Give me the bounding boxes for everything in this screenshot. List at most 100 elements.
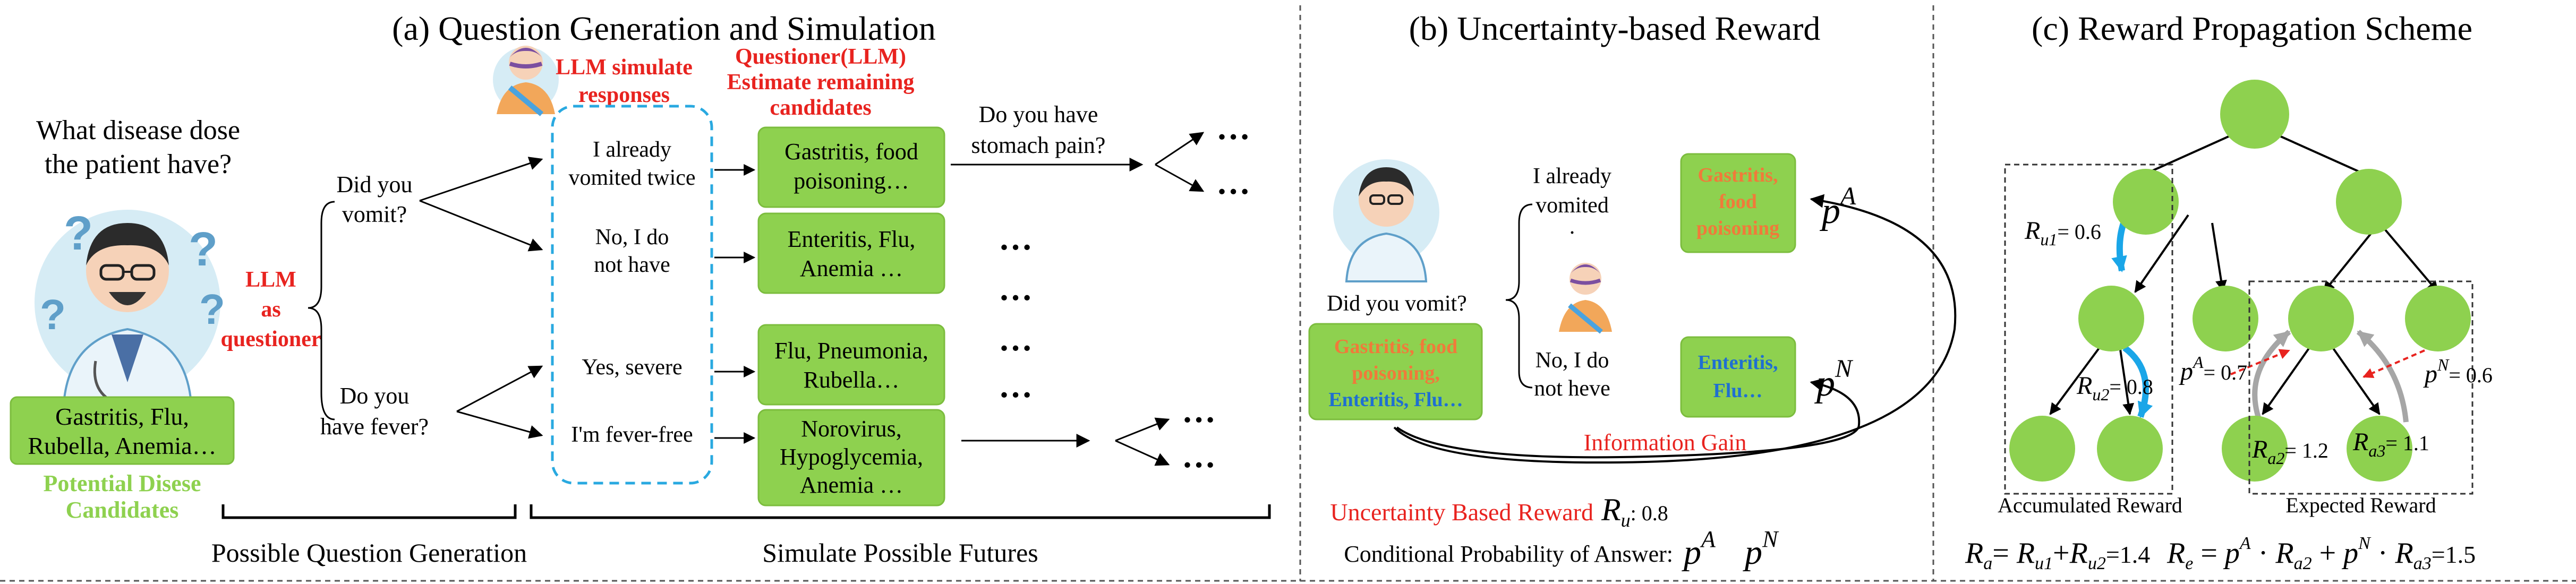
panel-c-title: (c) Reward Propagation Scheme — [2032, 10, 2472, 47]
panel-b-no-line2: not heve — [1534, 376, 1610, 401]
tree-edge — [2049, 341, 2104, 415]
remaining-1-line1: Gastritis, food — [784, 139, 918, 165]
panel-b-yes-line3: . — [1570, 214, 1575, 239]
question-mark-icon: ? — [189, 223, 218, 276]
panel-b-no-line1: No, I do — [1536, 348, 1609, 373]
candidates-caption-line1: Potential Disese — [44, 470, 201, 496]
panel-b-yes-line1: I already — [1533, 164, 1611, 188]
panel-b-no-result-line1: Enteritis, — [1698, 351, 1778, 374]
tree-edge — [2262, 341, 2314, 415]
uncertainty-reward-value: Ru: 0.8 — [1601, 492, 1668, 531]
question-mark-icon: ? — [40, 291, 66, 338]
remaining-3-line1: Flu, Pneumonia, — [774, 338, 928, 364]
patient-illustration-b — [1559, 263, 1612, 334]
panel-b-question: Did you vomit? — [1327, 291, 1467, 316]
remaining-box-3 — [757, 324, 945, 406]
panel-b-brace — [1505, 203, 1533, 389]
doctor-illustration-b — [1333, 159, 1439, 282]
expected-caption: Expected Reward — [2285, 493, 2436, 517]
tree-node — [2009, 416, 2075, 482]
arrow-fever-yes — [456, 365, 543, 413]
tree-node — [2193, 286, 2258, 351]
arrow-vomit-no — [419, 200, 543, 252]
panel-b-yes-result-line1: Gastritis, — [1698, 164, 1778, 186]
main-question-line1: What disease dose — [36, 115, 240, 145]
ellipsis: … — [1182, 437, 1216, 475]
remaining-1-line2: poisoning… — [794, 168, 909, 194]
tree-node — [2347, 416, 2412, 482]
panel-b-title: (b) Uncertainty-based Reward — [1409, 10, 1821, 47]
simulated-responses-box — [551, 105, 713, 485]
questioner-estimate-line3: candidates — [770, 96, 871, 120]
arrow-branch-down — [1155, 164, 1205, 192]
formula-expected: Re = pA · Ra2 + pN · Ra3=1.5 — [2166, 534, 2476, 573]
bracket-left-label: Possible Question Generation — [211, 538, 527, 568]
response-1-line1: I already — [593, 138, 671, 162]
followup-question-line2: stomach pain? — [971, 132, 1106, 158]
ellipsis: … — [999, 367, 1033, 405]
candidates-box-line1: Gastritis, Flu, — [55, 403, 189, 430]
question-vomit-line1: Did you — [337, 171, 413, 197]
pa-dashed-arrow — [2230, 349, 2290, 375]
conditional-probability-label: Conditional Probability of Answer: — [1344, 541, 1673, 567]
remaining-box-1 — [757, 126, 945, 208]
ra2-label: Ra2= 1.2 — [2251, 435, 2328, 468]
remaining-4-line2: Hypoglycemia, — [780, 444, 923, 470]
llm-simulate-line2: responses — [578, 83, 670, 107]
expected-arrow-left — [2252, 330, 2291, 423]
potential-candidates-box — [10, 396, 235, 465]
remaining-3-line2: Rubella… — [804, 367, 900, 393]
tree-edge — [2378, 222, 2439, 293]
panel-b-candidates-box — [1308, 323, 1483, 420]
remaining-box-4 — [757, 409, 945, 506]
tree-node — [2222, 416, 2288, 482]
remaining-2-line2: Anemia … — [800, 255, 903, 281]
panel-b-yes-line2: vomited — [1536, 193, 1609, 218]
response-4-line1: I'm fever-free — [571, 423, 693, 447]
questioner-estimate-line2: Estimate remaining — [727, 70, 915, 95]
pn-dashed-arrow — [2362, 349, 2425, 378]
tree-edge — [2328, 341, 2381, 415]
ellipsis: … — [999, 270, 1033, 307]
arrow-vomit-yes — [419, 157, 543, 202]
candidates-box-line2: Rubella, Anemia… — [28, 432, 216, 459]
accumulated-reward-box — [2004, 164, 2173, 495]
llm-questioner-line1: LLM — [245, 268, 296, 292]
arrow-fever-up — [1115, 417, 1170, 442]
candidates-caption-line2: Candidates — [66, 497, 179, 523]
ellipsis: … — [999, 320, 1033, 358]
panel-a: (a) Question Generation and Simulation W… — [10, 10, 1271, 568]
accumulated-caption: Accumulated Reward — [1998, 493, 2182, 517]
tree-node — [2405, 286, 2471, 351]
expected-arrow-right — [2356, 330, 2409, 423]
response-2-line1: No, I do — [595, 225, 669, 250]
panel-c: (c) Reward Propagation Scheme — [1965, 10, 2493, 573]
expected-reward-box — [2248, 280, 2473, 495]
ellipsis: … — [999, 219, 1033, 257]
panel-b-no-result-box — [1680, 336, 1796, 418]
ellipsis: … — [1216, 109, 1250, 147]
panel-b-pn: pN — [1814, 355, 1854, 404]
ra3-label: Ra3= 1.1 — [2352, 428, 2429, 460]
tree-node — [2078, 286, 2144, 351]
panel-b-candidates-line1: Gastritis, food — [1334, 336, 1457, 358]
conditional-pa: pA — [1682, 526, 1716, 572]
question-fever-line2: have fever? — [320, 414, 429, 440]
panel-b-pa: pA — [1819, 182, 1856, 231]
question-mark-icon: ? — [199, 286, 225, 333]
panel-b-no-result-line2: Flu… — [1713, 380, 1763, 402]
remaining-2-line1: Enteritis, Flu, — [788, 226, 916, 252]
bracket-question-generation — [221, 504, 517, 519]
panel-a-title: (a) Question Generation and Simulation — [392, 10, 936, 47]
response-3-line1: Yes, severe — [582, 355, 682, 380]
panel-b: (b) Uncertainty-based Reward Did you vom… — [1308, 10, 1957, 572]
tree-edge — [2118, 342, 2134, 416]
main-question-line2: the patient have? — [45, 149, 232, 179]
llm-questioner-line2: as — [261, 297, 280, 322]
panel-b-candidates-line3: Enteritis, Flu… — [1328, 389, 1463, 411]
arrow-fever-no — [456, 410, 543, 439]
remaining-4-line1: Norovirus, — [801, 416, 901, 442]
tree-node — [2336, 169, 2402, 235]
pn-label: pN= 0.6 — [2423, 355, 2493, 388]
